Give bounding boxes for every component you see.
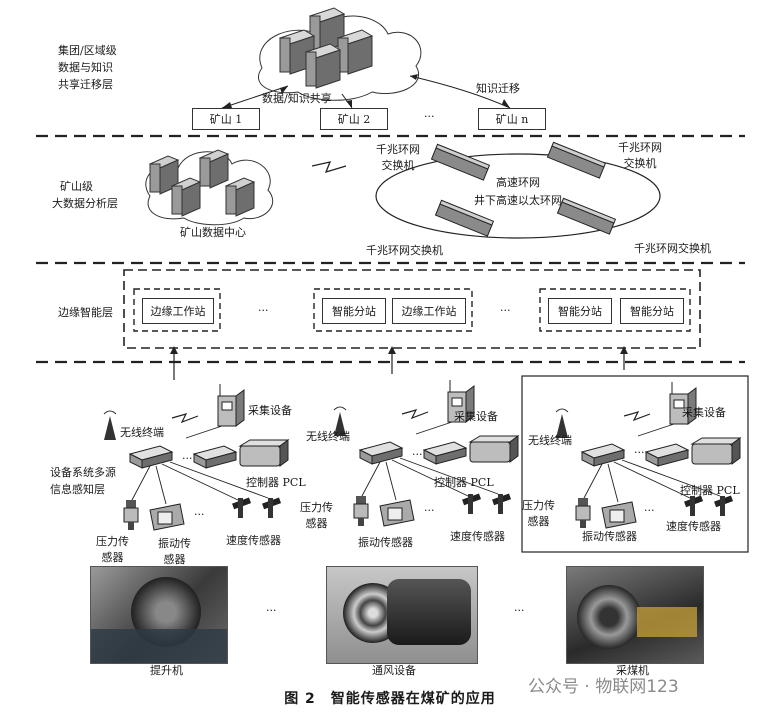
hoist-photo (90, 566, 228, 664)
hoist-label: 提升机 (150, 664, 183, 677)
edge-up-arrows (173, 352, 625, 380)
controller-label-2: 控制器 PCL (434, 476, 494, 489)
wireless-terminal-label-3: 无线终端 (528, 434, 572, 447)
vibration-label-1-line-1: 振动传 (158, 537, 191, 550)
speed-label-3: 速度传感器 (666, 520, 721, 533)
mine-box-n: 矿山 n (478, 108, 546, 130)
mine-ellipsis: ··· (424, 110, 435, 123)
speed-label-1: 速度传感器 (226, 534, 281, 547)
group-layer-line-2: 数据与知识 (58, 61, 113, 74)
device-layer-line-2: 信息感知层 (50, 483, 105, 496)
mine-layer-line-2: 大数据分析层 (52, 197, 118, 210)
migration-label: 知识迁移 (476, 82, 520, 95)
fan-housing (387, 579, 471, 645)
mine-box-1: 矿山 1 (192, 108, 260, 130)
pressure-label-1-line-2: 感器 (101, 551, 124, 564)
edge-ellipsis-1: ··· (258, 304, 269, 317)
ring-label-1: 高速环网 (496, 176, 540, 189)
wireless-terminal-label-2: 无线终端 (306, 430, 350, 443)
mine-layer-label: 矿山级 大数据分析层 (52, 178, 118, 212)
pressure-label-1-line-1: 压力传 (96, 535, 129, 548)
vibration-label-1-line-2: 感器 (163, 553, 186, 566)
pressure-label-3-line-1: 压力传 (522, 499, 555, 512)
mine-layer-line-1: 矿山级 (60, 180, 93, 193)
pressure-label-2: 压力传感器 (300, 500, 333, 532)
top-arrowheads (222, 74, 510, 108)
switch-label-2: 千兆环网 交换机 (618, 141, 662, 170)
vibration-label-1: 振动传感器 (158, 536, 191, 568)
device-ellipsis-2: ··· (412, 448, 423, 461)
group-layer-line-1: 集团/区域级 (58, 44, 117, 57)
datacenter-label: 矿山数据中心 (180, 226, 246, 239)
edge-workstation-2: 边缘工作站 (392, 298, 466, 324)
wireless-terminal-label-1: 无线终端 (120, 426, 164, 439)
shearer-body (637, 607, 697, 637)
layer-separators (36, 134, 745, 364)
ventilation-label: 通风设备 (372, 664, 416, 677)
sensor-ellipsis-1: ··· (194, 508, 205, 521)
ring-switches (430, 141, 617, 237)
speed-label-2: 速度传感器 (450, 530, 505, 543)
figure-caption: 图 2 智能传感器在煤矿的应用 (284, 691, 496, 707)
smart-substation-1: 智能分站 (322, 298, 386, 324)
device-group-3-frame (521, 375, 749, 553)
device-layer-line-1: 设备系统多源 (50, 466, 116, 479)
pressure-label-2-line-1: 压力传 (300, 501, 333, 514)
collector-label-2: 采集设备 (454, 410, 498, 423)
edge-layer-label: 边缘智能层 (58, 306, 113, 319)
shearer-drum (577, 585, 641, 649)
device-group-1 (103, 384, 290, 531)
pressure-label-1: 压力传感器 (96, 534, 129, 566)
datacenter-servers (148, 149, 256, 217)
pressure-label-3: 压力传感器 (522, 498, 555, 530)
edge-workstation-1: 边缘工作站 (142, 298, 214, 324)
device-ellipsis-1: ··· (182, 452, 193, 465)
watermark: 公众号 · 物联网123 (528, 677, 679, 697)
device-layer-label: 设备系统多源 信息感知层 (50, 464, 116, 498)
edge-outer-box (123, 269, 701, 349)
collector-label-3: 采集设备 (682, 406, 726, 419)
edge-ellipsis-2: ··· (500, 304, 511, 317)
equipment-ellipsis-1: ··· (266, 604, 277, 617)
edge-group-boxes (133, 288, 691, 332)
shearer-label: 采煤机 (616, 664, 649, 677)
ring-label-2: 井下高速以太环网 (474, 194, 562, 207)
equipment-ellipsis-2: ··· (514, 604, 525, 617)
device-ellipsis-3: ··· (634, 446, 645, 459)
smart-substation-2: 智能分站 (548, 298, 612, 324)
ventilation-photo (326, 566, 478, 664)
smart-substation-3: 智能分站 (620, 298, 684, 324)
wireless-link-icon (311, 161, 347, 174)
shearer-photo (566, 566, 704, 664)
switch-label-3: 千兆环网交换机 (366, 244, 443, 257)
vibration-label-3: 振动传感器 (582, 530, 637, 543)
group-layer-label: 集团/区域级 数据与知识 共享迁移层 (58, 42, 117, 93)
group-layer-line-3: 共享迁移层 (58, 78, 113, 91)
edge-arrowheads (170, 346, 628, 354)
pressure-label-2-line-2: 感器 (305, 517, 328, 530)
mine-box-2: 矿山 2 (320, 108, 388, 130)
share-label: 数据/知识共享 (262, 92, 332, 105)
collector-label-1: 采集设备 (248, 404, 292, 417)
hoist-base (91, 629, 227, 663)
pressure-label-3-line-2: 感器 (527, 515, 550, 528)
sensor-ellipsis-2: ··· (424, 504, 435, 517)
controller-label-3: 控制器 PCL (680, 484, 740, 497)
controller-label-1: 控制器 PCL (246, 476, 306, 489)
switch-label-1: 千兆环网 交换机 (376, 143, 420, 172)
vibration-label-2: 振动传感器 (358, 536, 413, 549)
group-servers (278, 7, 374, 89)
switch-label-4: 千兆环网交换机 (634, 242, 711, 255)
sensor-ellipsis-3: ··· (644, 504, 655, 517)
